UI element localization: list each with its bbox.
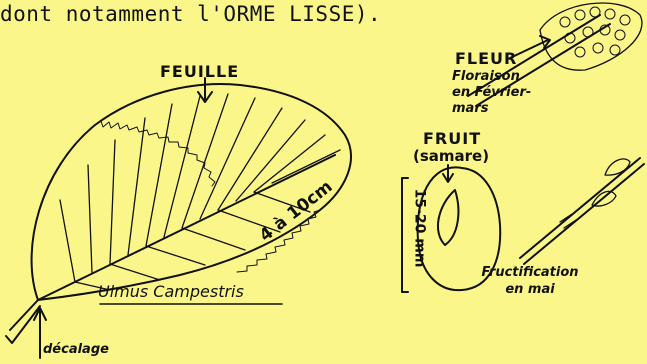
- twig: [520, 158, 644, 264]
- fruiting-label: Fructification en mai: [475, 264, 585, 298]
- twig-bud: [605, 159, 630, 175]
- species-name: Ulmus Campestris: [98, 282, 244, 301]
- fruit-size-bracket: [402, 178, 408, 292]
- fruit-size-label: 15-20 mm: [411, 189, 427, 268]
- offset-label: décalage: [43, 342, 109, 357]
- flowering-label: Floraison en Février-mars: [452, 69, 542, 117]
- fruit-type-label: (samare): [413, 147, 489, 165]
- flower-label: FLEUR: [455, 49, 517, 68]
- leaf-label: FEUILLE: [160, 62, 239, 81]
- fruit-label: FRUIT: [423, 129, 481, 148]
- leaf-pointer: [198, 78, 212, 102]
- leaf-petiole: [6, 306, 40, 343]
- twig-node: [560, 214, 576, 228]
- fruit-seed: [438, 190, 458, 245]
